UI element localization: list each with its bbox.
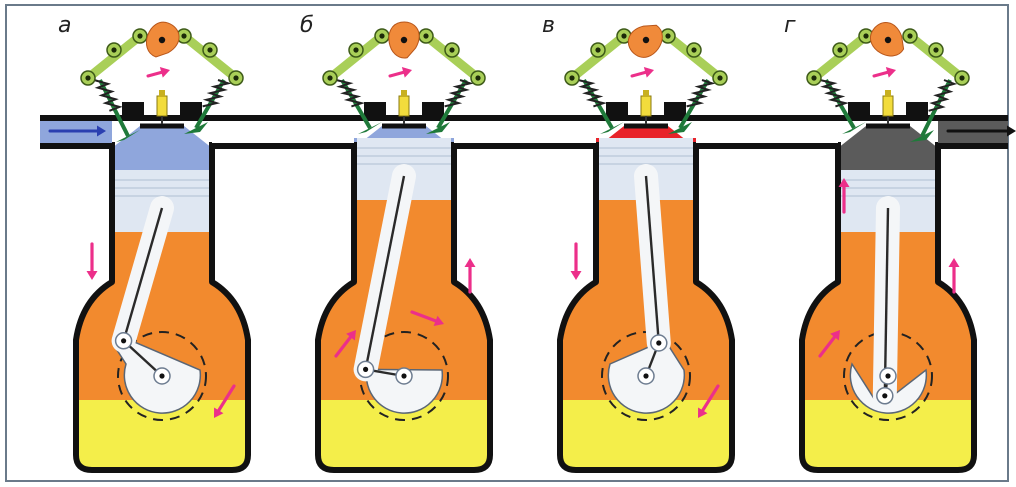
- camshaft-axis: [401, 37, 407, 43]
- panel-label: г: [784, 13, 796, 38]
- intake-port: [282, 118, 354, 146]
- camshaft-axis: [643, 37, 649, 43]
- head-block-right: [664, 102, 686, 118]
- exhaust-port: [454, 118, 524, 146]
- cam-rotation-arrow: [148, 67, 170, 78]
- piston-motion-arrow: [949, 258, 960, 292]
- head-block-left: [122, 102, 144, 118]
- piston-motion-arrow: [87, 244, 98, 280]
- cam-rotation-arrow: [632, 67, 654, 78]
- camshaft-axis: [159, 37, 165, 43]
- panel-label: а: [58, 13, 71, 38]
- exhaust-port: [696, 118, 766, 146]
- intake-rocker-arm: [323, 29, 389, 85]
- head-block-left: [606, 102, 628, 118]
- head-block-right: [180, 102, 202, 118]
- panel-label: в: [542, 13, 555, 38]
- camshaft-axis: [885, 37, 891, 43]
- intake-port: [766, 118, 838, 146]
- head-block-left: [364, 102, 386, 118]
- cam-rotation-arrow: [390, 67, 412, 78]
- intake-rocker-arm: [807, 29, 873, 85]
- head-block-left: [848, 102, 870, 118]
- exhaust-rocker-arm: [903, 29, 969, 85]
- intake-rocker-arm: [565, 29, 631, 85]
- panel-label: б: [300, 13, 314, 38]
- head-block-right: [906, 102, 928, 118]
- exhaust-rocker-arm: [661, 29, 727, 85]
- engine-panel-1: а: [40, 13, 282, 475]
- exhaust-rocker-arm: [177, 29, 243, 85]
- engine-panel-3: в: [524, 13, 766, 475]
- intake-rocker-arm: [81, 29, 147, 85]
- cam-rotation-arrow: [874, 67, 896, 78]
- head-block-right: [422, 102, 444, 118]
- intake-port: [524, 118, 596, 146]
- exhaust-port: [212, 118, 282, 146]
- piston-motion-arrow: [571, 244, 582, 280]
- engine-panel-2: б: [282, 13, 524, 475]
- engine-panel-4: г: [766, 13, 1016, 475]
- exhaust-rocker-arm: [419, 29, 485, 85]
- crankcase-oil: [72, 226, 252, 475]
- piston-motion-arrow: [465, 258, 476, 292]
